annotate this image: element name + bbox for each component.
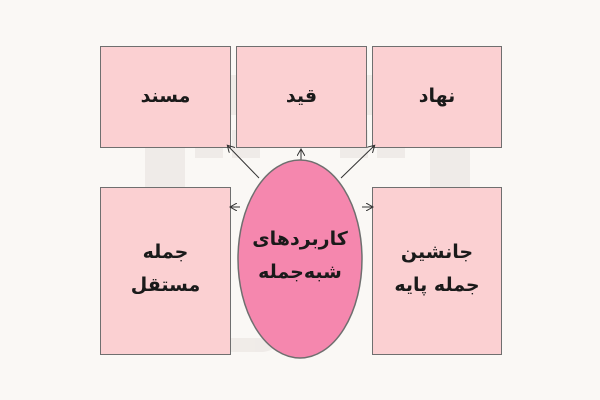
node-nahad-label: نهاد	[418, 85, 456, 108]
node-mosnad-label: مسند	[140, 85, 191, 108]
node-jomle-label: جمله مستقل	[130, 240, 201, 296]
node-mosnad: مسند	[100, 46, 231, 148]
arrow-to-mosnad	[228, 146, 260, 179]
node-qeyd: قید	[236, 46, 367, 148]
node-jomle: جمله مستقل	[100, 187, 231, 355]
node-nahad: نهاد	[372, 46, 502, 148]
node-qeyd-label: قید	[285, 85, 318, 108]
arrow-to-nahad	[340, 146, 374, 179]
node-janeshin: جانشین جمله پایه	[372, 187, 502, 355]
node-janeshin-label: جانشین جمله پایه	[394, 240, 480, 296]
center-node	[237, 159, 363, 359]
center-node-label: کاربردهای شبه‌جمله	[252, 227, 348, 283]
center-node-text: کاربردهای شبه‌جمله	[237, 160, 363, 360]
